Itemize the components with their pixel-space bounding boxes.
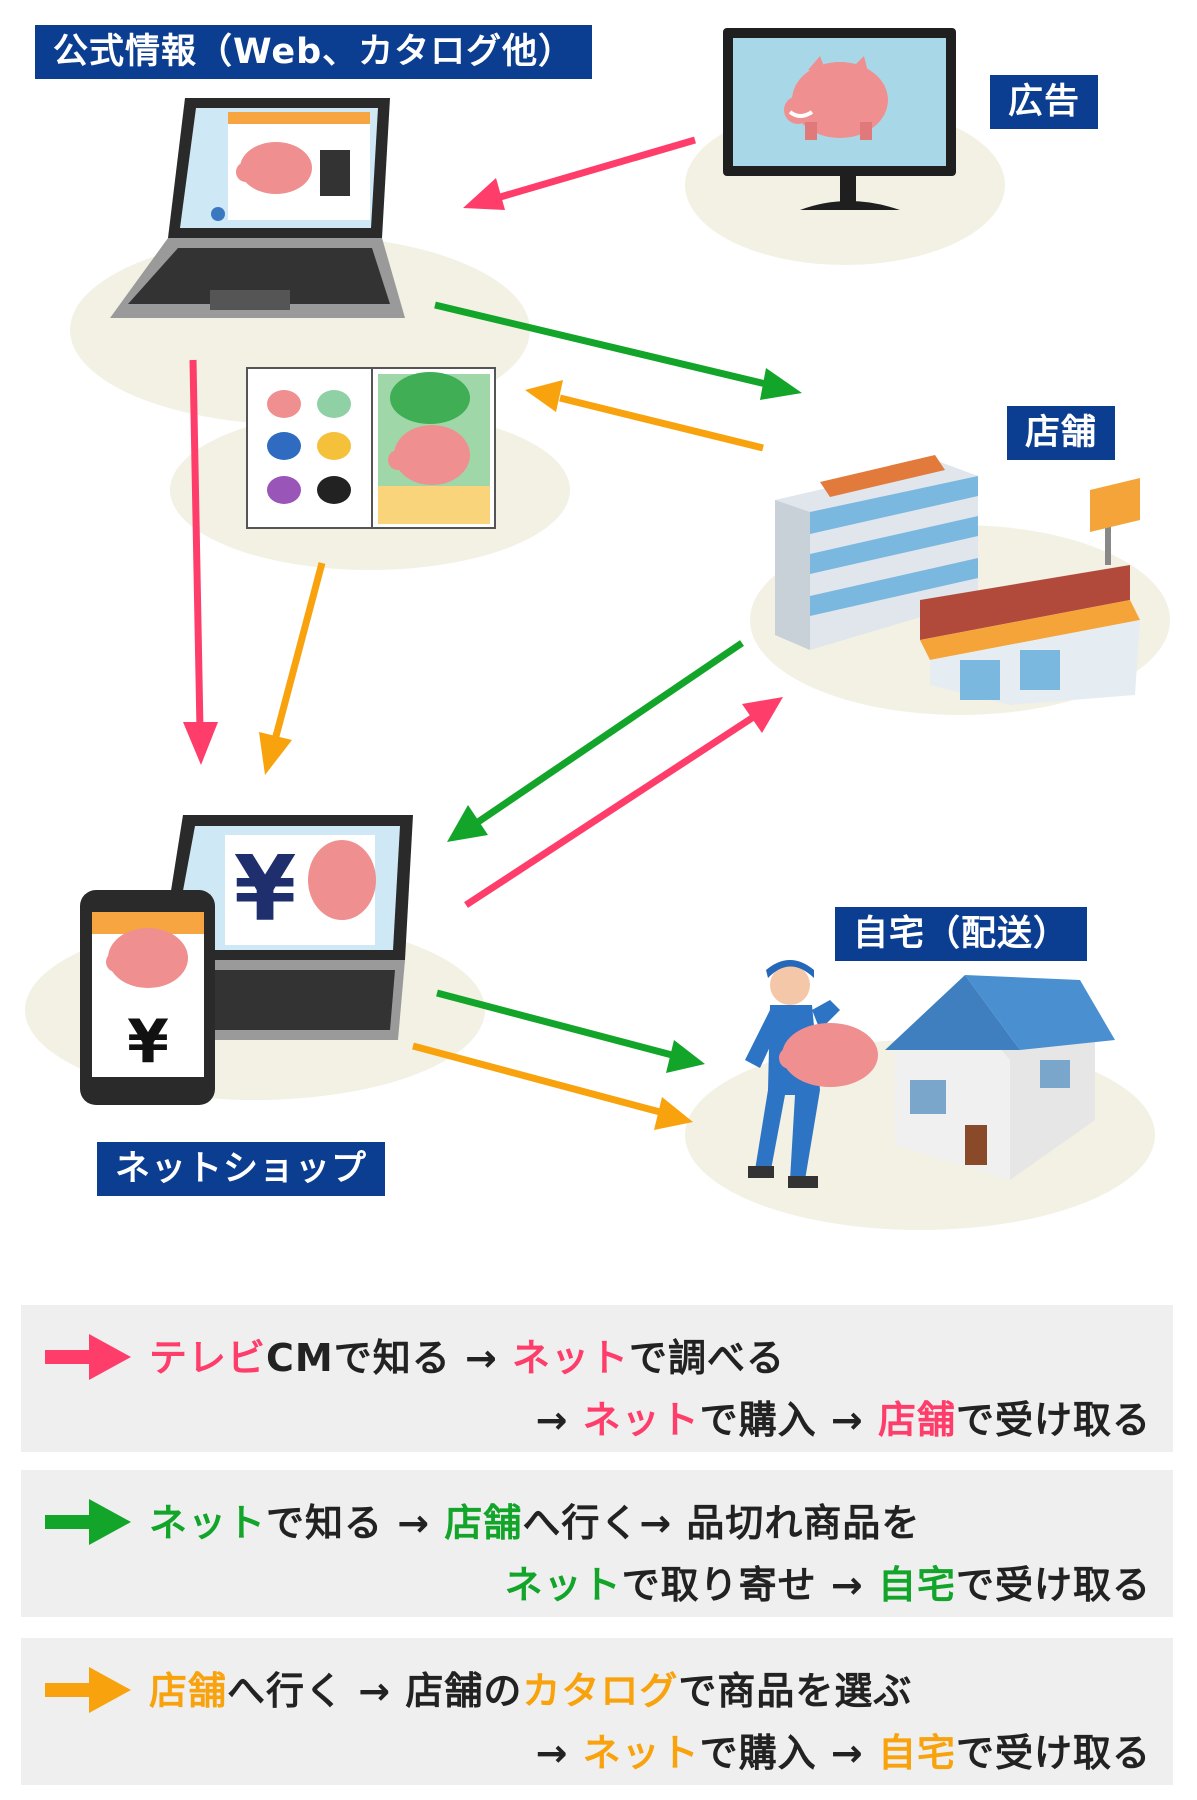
yen-sign-laptop: ¥: [234, 837, 297, 942]
arrow-store-to-netshop: [476, 640, 744, 825]
legend-text-segment: カタログ: [522, 1669, 679, 1713]
legend-text-segment: へ行く → 店舗の: [227, 1669, 523, 1713]
label-official-info: 公式情報（Web、カタログ他）: [35, 25, 593, 79]
laptop-icon: [110, 98, 405, 318]
legend-text-segment: →: [535, 1731, 583, 1775]
catalog-icon: [246, 367, 496, 529]
arrow-head: [183, 722, 218, 765]
legend-green-line2: ネットで取り寄せ → 自宅で受け取る: [505, 1554, 1151, 1609]
delivery-person-icon: [745, 960, 878, 1188]
laptop-yen-icon: ¥: [135, 815, 413, 1040]
legend-text-segment: で知る →: [266, 1501, 445, 1545]
arrow-catalog-to-netshop: [271, 562, 326, 741]
monitor-icon: [723, 28, 956, 210]
label-net-shop: ネットショップ: [97, 1142, 386, 1196]
legend-text-segment: ネット: [149, 1501, 267, 1545]
store-buildings-icon: [775, 455, 1140, 705]
legend-orange-line1: 店舗へ行く → 店舗のカタログで商品を選ぶ: [149, 1660, 912, 1715]
label-ad: 広告: [990, 75, 1099, 129]
legend-pink: テレビCMで知る → ネットで調べる → ネットで購入 → 店舗で受け取る: [21, 1305, 1173, 1452]
green-arrow-icon: [45, 1499, 131, 1545]
legend-text-segment: で購入 →: [699, 1731, 878, 1775]
flow-diagram: ¥ ¥: [25, 28, 1170, 1230]
pink-arrow-icon: [45, 1334, 131, 1380]
label-store: 店舗: [1007, 406, 1116, 460]
legend-text-segment: テレビ: [149, 1336, 267, 1380]
arrow-head: [666, 1040, 705, 1073]
legend-text-segment: CMで知る →: [266, 1336, 513, 1380]
legend-text-segment: 店舗: [444, 1501, 523, 1545]
legend-text-segment: 自宅: [877, 1563, 956, 1607]
legend-text-segment: ネット: [582, 1398, 700, 1442]
legend-text-segment: ネット: [512, 1336, 630, 1380]
label-home-delivery: 自宅（配送）: [835, 907, 1088, 961]
legend-text-segment: 店舗: [149, 1669, 228, 1713]
arrow-head: [760, 368, 802, 400]
legend-text-segment: へ行く→ 品切れ商品を: [522, 1501, 921, 1545]
legend-text-segment: で受け取る: [955, 1563, 1151, 1607]
legend-text-segment: で調べる: [629, 1336, 786, 1380]
legend-pink-line1: テレビCMで知る → ネットで調べる: [149, 1327, 785, 1382]
legend-text-segment: で受け取る: [955, 1731, 1151, 1775]
house-icon: [885, 975, 1115, 1180]
legend-orange: 店舗へ行く → 店舗のカタログで商品を選ぶ → ネットで購入 → 自宅で受け取る: [21, 1638, 1173, 1785]
arrow-head: [463, 178, 505, 210]
legend-text-segment: で購入 →: [699, 1398, 878, 1442]
arrow-official-to-store: [434, 301, 771, 389]
flow-arrows: [183, 136, 802, 1130]
legend-green-line1: ネットで知る → 店舗へ行く→ 品切れ商品を: [149, 1492, 920, 1547]
arrow-netshop-to-store: [464, 715, 754, 908]
arrow-head: [742, 697, 783, 733]
arrow-ad-to-official: [489, 136, 696, 204]
arrow-official-to-netshop: [189, 359, 204, 731]
legend-text-segment: で受け取る: [955, 1398, 1151, 1442]
smartphone-yen-icon: ¥: [80, 890, 215, 1105]
legend-text-segment: ネット: [582, 1731, 700, 1775]
arrow-head: [525, 380, 563, 412]
legend-text-segment: ネット: [504, 1563, 622, 1607]
arrow-head: [259, 732, 292, 775]
arrow-netshop-to-home-green: [436, 989, 673, 1059]
arrow-head: [654, 1097, 693, 1130]
legend-text-segment: で取り寄せ →: [621, 1563, 878, 1607]
yen-sign-phone: ¥: [127, 1007, 169, 1077]
arrow-head: [447, 805, 488, 842]
legend-text-segment: 店舗: [877, 1398, 956, 1442]
legend-text-segment: →: [535, 1398, 583, 1442]
legend-text-segment: で商品を選ぶ: [678, 1669, 913, 1713]
legend-orange-line2: → ネットで購入 → 自宅で受け取る: [536, 1722, 1151, 1777]
arrow-netshop-to-home-orange: [412, 1042, 661, 1116]
legend-pink-line2: → ネットで購入 → 店舗で受け取る: [536, 1389, 1151, 1444]
orange-arrow-icon: [45, 1667, 131, 1713]
legend-text-segment: 自宅: [877, 1731, 956, 1775]
legend-green: ネットで知る → 店舗へ行く→ 品切れ商品を ネットで取り寄せ → 自宅で受け取…: [21, 1470, 1173, 1617]
arrow-store-to-catalog: [559, 394, 764, 452]
